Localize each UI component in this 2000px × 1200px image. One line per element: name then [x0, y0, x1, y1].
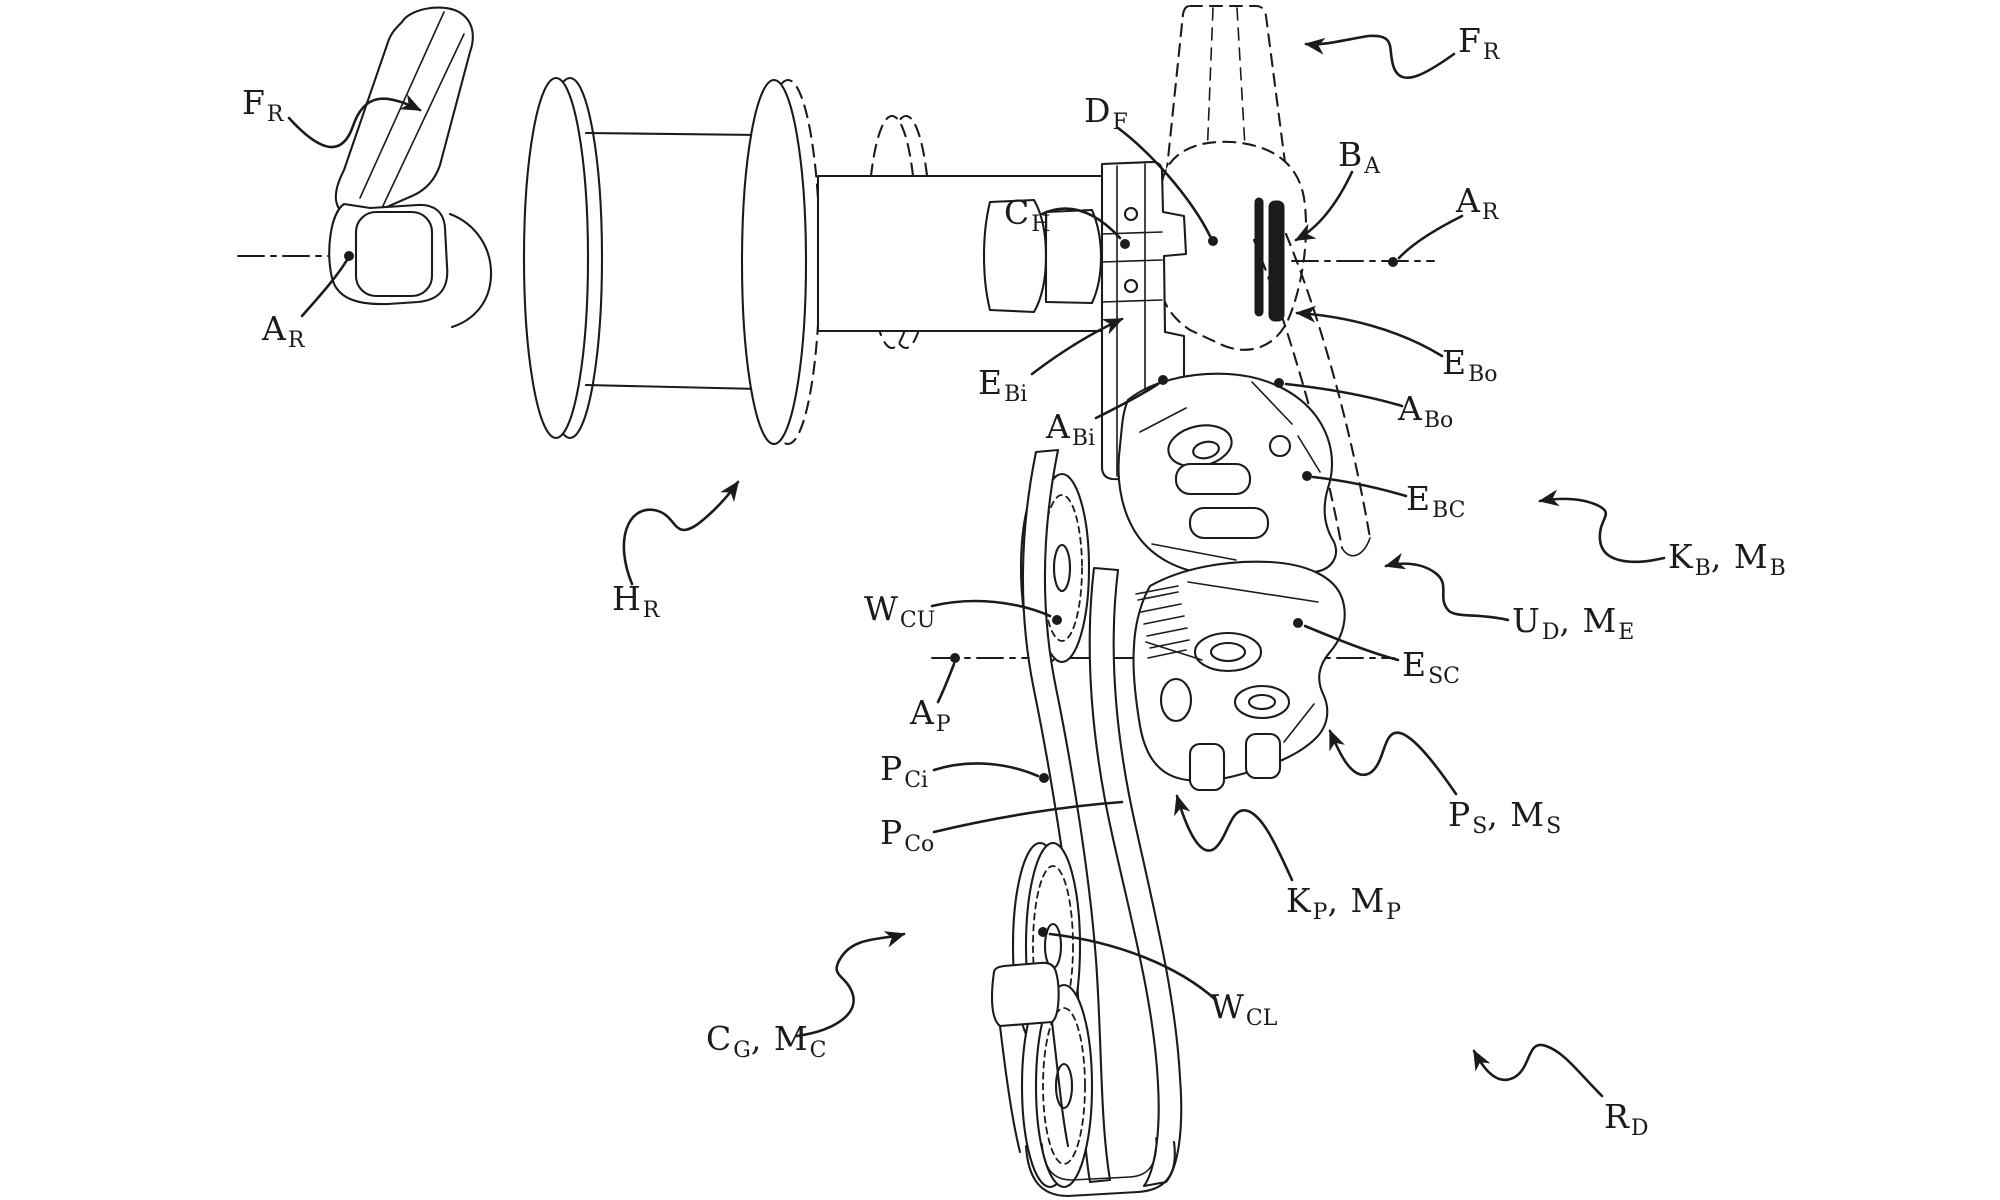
spring-coil	[1135, 585, 1190, 659]
leader-ebc	[1311, 475, 1408, 498]
ref-label-fr-left: FR	[242, 83, 284, 127]
thru-axle	[1254, 197, 1285, 322]
leader-kp-mp	[1174, 794, 1294, 882]
ref-label-ba: BA	[1338, 135, 1381, 179]
leader-pci	[932, 762, 1040, 778]
quick-release-lever	[328, 6, 493, 329]
chain-guide-piece	[990, 961, 1070, 1154]
lower-pulley-lower	[1020, 983, 1094, 1189]
leader-dot-pci	[1039, 773, 1049, 783]
ref-label-ud-me: UD, ME	[1512, 601, 1635, 645]
leader-wcu	[930, 599, 1052, 618]
leader-dot-ap	[950, 653, 960, 663]
cage-inner-plate	[1021, 448, 1112, 1184]
leader-dot-abi	[1158, 375, 1168, 385]
leader-rd	[1472, 1043, 1604, 1098]
ref-label-pci: PCi	[880, 749, 929, 793]
ref-label-wcu: WCU	[864, 589, 936, 633]
leader-ar-right	[1397, 214, 1464, 260]
leader-fr-right	[1304, 34, 1456, 79]
ref-label-hr: HR	[612, 579, 660, 623]
ref-label-ebc: EBC	[1406, 479, 1466, 523]
ref-label-kb-mb: KB, MB	[1668, 537, 1786, 581]
leader-fr-left	[287, 94, 422, 149]
ref-label-cg-mc: CG, MC	[706, 1019, 827, 1063]
leader-abi	[1094, 382, 1160, 420]
ref-label-ar-left: AR	[262, 309, 305, 353]
leader-cg-mc	[795, 931, 906, 1038]
leader-ebo	[1295, 305, 1444, 358]
leader-dot-wcl	[1038, 927, 1048, 937]
leader-dot-abo	[1274, 378, 1284, 388]
leader-kb-mb	[1538, 489, 1666, 564]
leader-ebi	[1030, 317, 1124, 376]
ref-label-ebo: EBo	[1442, 343, 1498, 387]
leader-ud-me	[1384, 552, 1510, 622]
leader-df	[1116, 126, 1212, 238]
leader-dot-ar-right	[1388, 257, 1398, 267]
ref-label-ap: AP	[910, 693, 951, 737]
ref-label-kp-mp: KP, MP	[1286, 881, 1402, 925]
ref-label-ar-right: AR	[1456, 181, 1499, 225]
leader-dot-ebc	[1302, 471, 1312, 481]
leader-dot-esc	[1293, 618, 1303, 628]
leader-abo	[1284, 382, 1404, 408]
leader-ar-left	[300, 258, 349, 318]
ref-label-ps-ms: PS, MS	[1448, 795, 1562, 839]
ref-label-ebi: EBi	[978, 363, 1028, 407]
leader-dot-ar-left	[344, 251, 354, 261]
ref-label-fr-right: FR	[1458, 21, 1500, 65]
leader-dot-wcu	[1052, 615, 1062, 625]
linkage-knuckle	[1117, 372, 1337, 579]
leader-dot-ch	[1120, 239, 1130, 249]
leader-esc	[1303, 624, 1400, 662]
leader-wcl	[1048, 932, 1218, 1002]
leaders	[287, 34, 1666, 1098]
leader-pco	[932, 800, 1124, 834]
ref-label-esc: ESC	[1402, 645, 1460, 689]
hub-cone-ch	[982, 198, 1103, 314]
leader-ba	[1294, 170, 1354, 242]
ref-label-pco: PCo	[880, 813, 935, 857]
ref-label-ch: CH	[1004, 193, 1051, 237]
outer-blade-phantom	[1252, 232, 1372, 557]
p-knuckle	[1132, 560, 1346, 792]
ref-label-rd: RD	[1604, 1097, 1649, 1141]
leader-ps-ms	[1328, 729, 1458, 796]
leader-dot-df	[1208, 236, 1218, 246]
leader-ap	[936, 662, 956, 704]
ref-label-df: DF	[1084, 91, 1128, 135]
ref-label-abo: ABo	[1398, 389, 1454, 433]
ref-label-abi: ABi	[1046, 407, 1096, 451]
leader-ch	[1040, 207, 1122, 240]
cage-tip	[1024, 1137, 1176, 1198]
leader-hr	[622, 480, 740, 586]
ref-label-wcl: WCL	[1210, 987, 1278, 1031]
